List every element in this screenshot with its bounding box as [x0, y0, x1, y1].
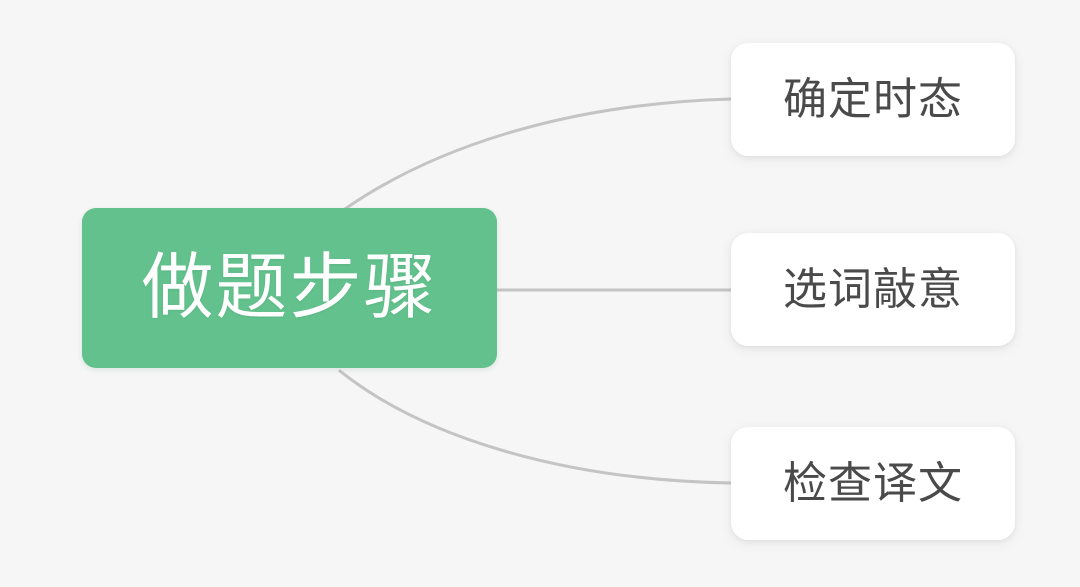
mindmap-branch-node-2[interactable]: 选词敲意	[731, 233, 1015, 346]
root-node-label: 做题步骤	[141, 248, 438, 328]
connector-curve-to-branch-3	[338, 369, 733, 485]
mindmap-root-node[interactable]: 做题步骤	[82, 208, 497, 368]
branch-node-label: 确定时态	[783, 74, 963, 124]
branch-node-label: 选词敲意	[783, 264, 963, 314]
mindmap-branch-node-3[interactable]: 检查译文	[731, 427, 1015, 540]
connector-curve-to-branch-1	[343, 97, 733, 211]
mindmap-branch-node-1[interactable]: 确定时态	[731, 43, 1015, 156]
branch-node-label: 检查译文	[783, 458, 963, 508]
